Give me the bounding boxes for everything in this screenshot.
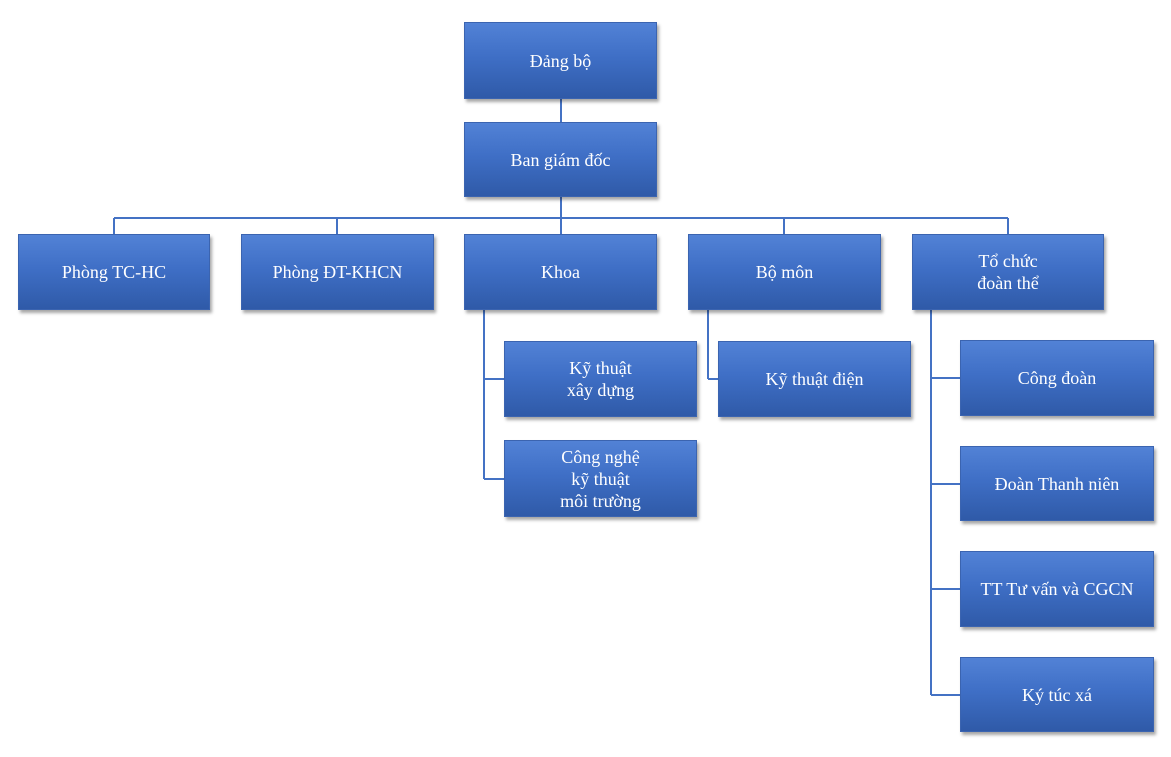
- node-cong-nghe-ky-thuat-moi-truong: Công nghệ kỹ thuật môi trường: [504, 440, 697, 517]
- node-to-chuc-doan-the: Tổ chức đoàn thể: [912, 234, 1104, 310]
- node-label: Kỹ thuật xây dựng: [566, 358, 635, 400]
- node-dang-bo: Đảng bộ: [464, 22, 657, 99]
- node-label: Ban giám đốc: [510, 149, 611, 170]
- node-khoa: Khoa: [464, 234, 657, 310]
- node-ky-thuat-xay-dung: Kỹ thuật xây dựng: [504, 341, 697, 417]
- node-label: Ký túc xá: [1022, 684, 1092, 705]
- node-label: Công đoàn: [1017, 368, 1097, 388]
- node-cong-doan: Công đoàn: [960, 340, 1154, 416]
- node-label: Khoa: [541, 262, 580, 282]
- node-label: Đoàn Thanh niên: [994, 473, 1120, 494]
- node-ky-thuat-dien: Kỹ thuật điện: [718, 341, 911, 417]
- node-doan-thanh-nien: Đoàn Thanh niên: [960, 446, 1154, 521]
- node-phong-tc-hc: Phòng TC-HC: [18, 234, 210, 310]
- node-label: Bộ môn: [755, 262, 814, 282]
- node-ban-giam-doc: Ban giám đốc: [464, 122, 657, 197]
- node-label: Đảng bộ: [529, 50, 592, 71]
- node-tt-tu-van-va-cgcn: TT Tư vấn và CGCN: [960, 551, 1154, 627]
- node-label: Phòng TC-HC: [61, 262, 167, 282]
- node-label: Tổ chức đoàn thể: [977, 251, 1039, 293]
- node-phong-dt-khcn: Phòng ĐT-KHCN: [241, 234, 434, 310]
- node-bo-mon: Bộ môn: [688, 234, 881, 310]
- node-label: Kỹ thuật điện: [765, 369, 864, 389]
- node-label: Công nghệ kỹ thuật môi trường: [560, 446, 641, 511]
- node-label: TT Tư vấn và CGCN: [980, 579, 1134, 599]
- node-label: Phòng ĐT-KHCN: [272, 262, 403, 282]
- node-ky-tuc-xa: Ký túc xá: [960, 657, 1154, 732]
